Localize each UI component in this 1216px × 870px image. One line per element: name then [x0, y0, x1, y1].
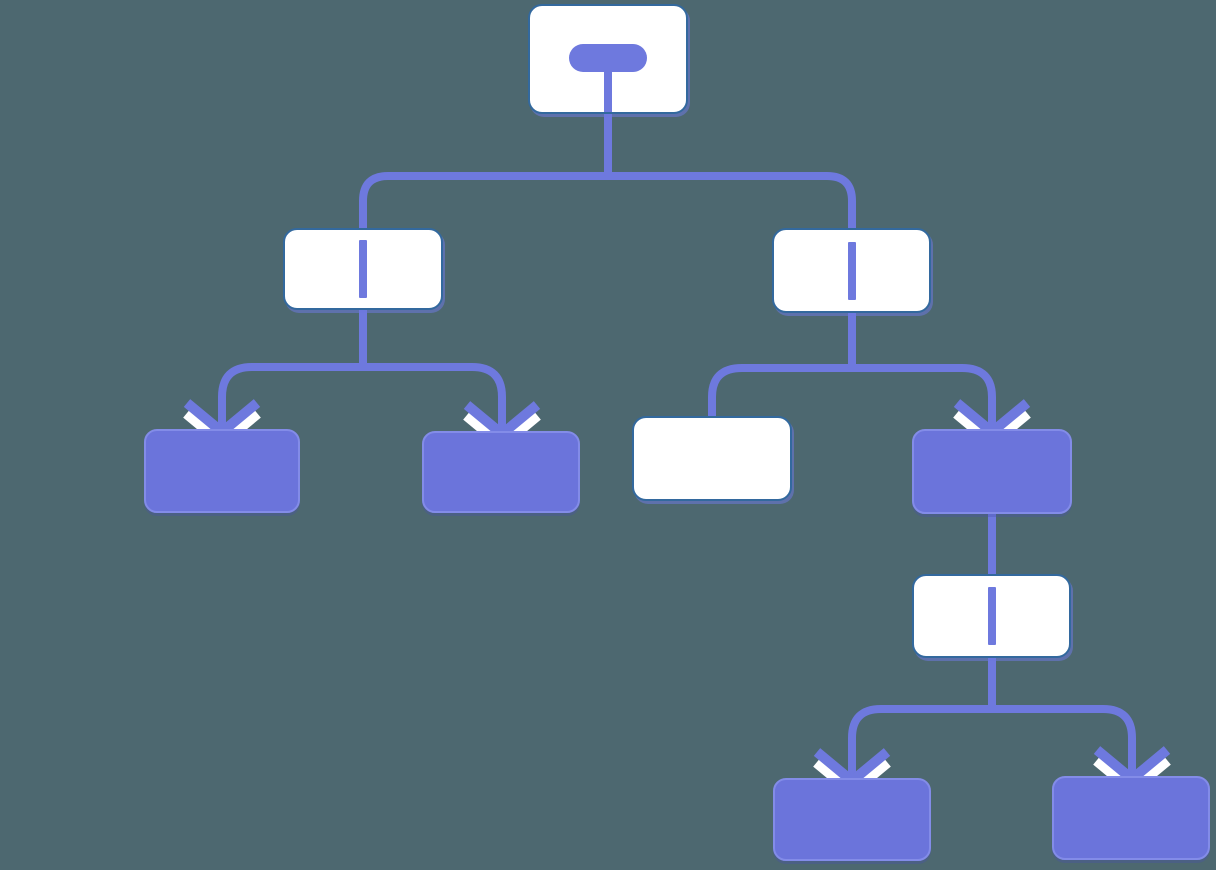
vertical-line-icon — [987, 587, 996, 645]
vertical-line-icon — [847, 241, 856, 300]
root-node[interactable] — [528, 4, 688, 114]
connector-branch-bottom-junction — [848, 705, 1136, 786]
leaf-node-2[interactable] — [422, 431, 580, 513]
leaf-node-5[interactable] — [1052, 776, 1210, 860]
leaf-node-3[interactable] — [912, 429, 1072, 514]
branch-right-node[interactable] — [772, 228, 931, 313]
leaf-node-4[interactable] — [773, 778, 931, 861]
empty-node[interactable] — [632, 416, 792, 501]
branch-left-node[interactable] — [283, 228, 443, 310]
branch-bottom-node[interactable] — [912, 574, 1071, 658]
connector-level1-junction — [359, 172, 856, 230]
leaf-node-1[interactable] — [144, 429, 300, 513]
tree-root-pill-icon — [569, 44, 647, 72]
connector-branch-right-junction — [708, 364, 996, 433]
tree-root-stem-icon — [604, 70, 612, 112]
connector-branch-left-junction — [218, 363, 506, 434]
vertical-line-icon — [359, 240, 367, 298]
